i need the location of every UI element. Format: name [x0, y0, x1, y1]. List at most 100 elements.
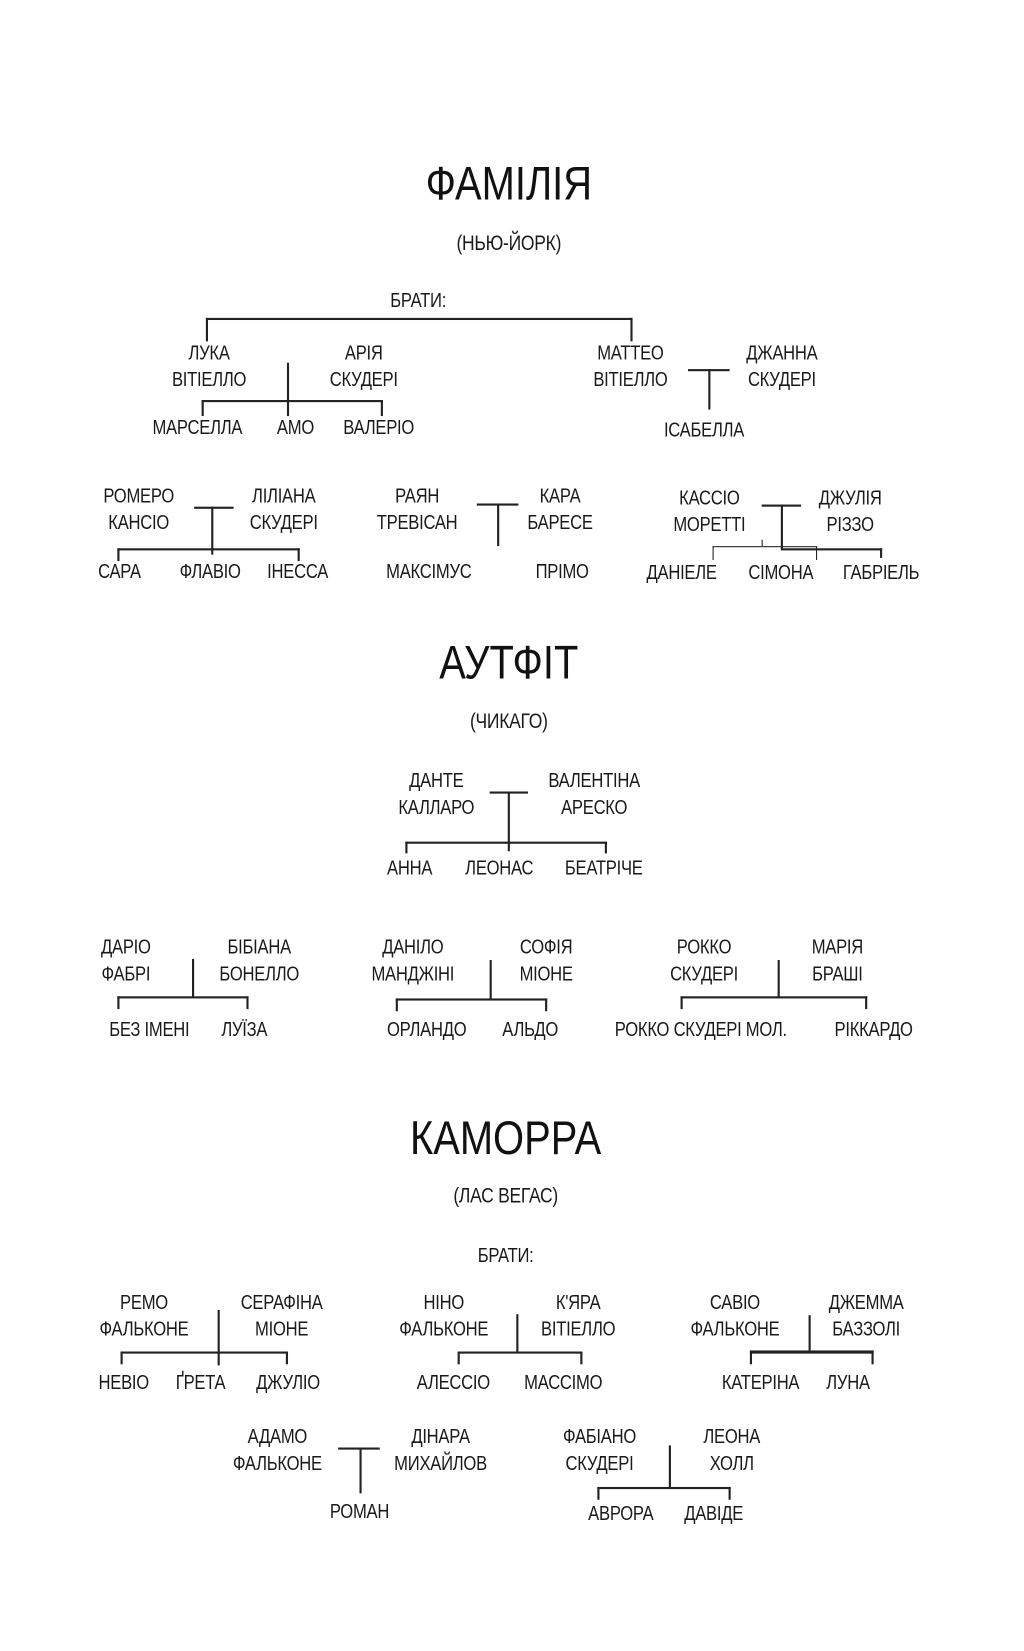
person-first-name: МАРІЯ [811, 936, 864, 959]
connector-line [117, 996, 120, 1010]
connector-line [871, 1350, 874, 1365]
person-first-name: СЕРАФІНА [240, 1291, 323, 1315]
connector-line [120, 1351, 289, 1354]
person-first-name: САВІО [709, 1291, 760, 1315]
child-name: МАССІМО [524, 1371, 603, 1395]
connector-line [201, 400, 383, 403]
connector-line [816, 546, 818, 561]
person-last-name: МОРЕТТІ [673, 514, 746, 537]
child-name: СІМОНА [748, 562, 814, 585]
person-last-name: ФАЛЬКОНЕ [232, 1452, 322, 1476]
connector-line [211, 506, 213, 555]
child-name: САРА [98, 561, 141, 584]
connector-line [120, 1351, 123, 1365]
section-city: (ЛАС ВЕГАС) [453, 1184, 558, 1209]
connector-line [808, 1315, 811, 1351]
connector-line [630, 317, 633, 342]
connector-line [761, 539, 763, 547]
person-last-name: СКУДЕРІ [670, 963, 738, 986]
child-name: ОРЛАНДО [386, 1018, 467, 1042]
person-first-name: ДАНТЕ [409, 770, 464, 793]
connector-line [580, 1351, 583, 1365]
person-last-name: ТРЕВІСАН [376, 512, 458, 535]
child-name: ГАБРІЕЛЬ [842, 562, 920, 585]
connector-line [405, 841, 607, 844]
child-name: НЕВІО [98, 1371, 150, 1395]
connector-line [777, 960, 780, 998]
child-name: ФЛАВІО [179, 561, 241, 584]
connector-line [405, 841, 408, 854]
brothers-label: БРАТИ: [477, 1244, 534, 1268]
child-name: РОМАН [329, 1500, 390, 1524]
person-last-name: ВІТІЕЛЛО [541, 1318, 616, 1341]
person-first-name: ВАЛЕНТІНА [548, 770, 640, 793]
connector-line [395, 998, 398, 1012]
connector-line [865, 996, 868, 1010]
person-last-name: ВІТІЕЛЛО [593, 369, 668, 392]
connector-line [117, 996, 249, 999]
person-last-name: БОНЕЛЛО [219, 963, 300, 986]
connector-line [297, 548, 300, 562]
child-name: МАКСІМУС [386, 561, 472, 584]
person-first-name: ДЖУЛІЯ [818, 487, 882, 510]
connector-line [205, 317, 209, 342]
child-name: ДАВІДЕ [684, 1502, 744, 1526]
connector-line [338, 1447, 380, 1450]
person-last-name: СКУДЕРІ [329, 369, 398, 392]
child-name: ІСАБЕЛЛА [663, 419, 745, 442]
connector-line [457, 1351, 460, 1365]
person-first-name: БІБІАНА [227, 936, 292, 959]
child-name: АВРОРА [588, 1502, 654, 1526]
person-first-name: РОККО [676, 936, 732, 959]
person-first-name: РОМЕРО [103, 485, 175, 508]
person-last-name: БАРЕСЕ [527, 512, 593, 535]
connector-line [286, 362, 289, 417]
person-first-name: АРІЯ [344, 342, 383, 365]
person-first-name: ФАБІАНО [562, 1426, 637, 1449]
connector-line [708, 369, 710, 410]
child-name: ДАНІЕЛЕ [646, 562, 717, 585]
person-last-name: МАНДЖІНІ [371, 963, 455, 986]
connector-line [285, 1351, 289, 1365]
person-first-name: ДЖАННА [746, 342, 818, 365]
person-last-name: АРЕСКО [561, 796, 628, 820]
section-city: (ЧИКАГО) [469, 709, 548, 734]
child-name: ІНЕССА [267, 561, 329, 584]
person-last-name: ХОЛЛ [709, 1452, 754, 1476]
connector-line [516, 1314, 518, 1353]
person-last-name: СКУДЕРІ [747, 369, 816, 392]
child-name: КАТЕРІНА [721, 1371, 800, 1395]
child-name: АЛЬДО [502, 1018, 559, 1042]
person-last-name: МІОНЕ [519, 963, 573, 986]
connector-line [604, 841, 607, 854]
child-name: ДЖУЛІО [256, 1371, 320, 1395]
connector-line [507, 791, 510, 852]
child-name: ВАЛЕРІО [343, 417, 415, 440]
section-title: КАМОРРА [409, 1112, 602, 1165]
child-name: АННА [387, 857, 433, 881]
person-first-name: МАТТЕО [597, 342, 664, 365]
child-name: АЛЕССІО [416, 1371, 490, 1395]
person-first-name: АДАМО [247, 1426, 308, 1449]
connector-line [395, 998, 548, 1001]
connector-line [489, 960, 492, 999]
brothers-label: БРАТИ: [390, 290, 447, 313]
connector-line [217, 1309, 220, 1366]
person-last-name: МИХАЙЛОВ [394, 1452, 487, 1476]
person-last-name: ФАЛЬКОНЕ [690, 1318, 780, 1341]
connector-line [117, 548, 300, 551]
connector-line [597, 1486, 731, 1490]
child-name: ЛЕОНАС [465, 857, 534, 881]
connector-line [880, 548, 883, 558]
child-name: ҐРЕТА [175, 1371, 226, 1395]
connector-line [597, 1486, 600, 1500]
person-first-name: ДАНІЛО [382, 936, 444, 959]
person-last-name: БРАШІ [812, 963, 863, 986]
person-last-name: КАНСІО [108, 512, 170, 535]
connector-line [457, 1351, 583, 1354]
connector-line [712, 546, 818, 548]
section-city: (НЬЮ-ЙОРК) [456, 232, 562, 256]
child-name: РОККО СКУДЕРІ МОЛ. [614, 1018, 787, 1042]
person-last-name: ФАЛЬКОНЕ [399, 1318, 489, 1341]
person-last-name: БАЗЗОЛІ [832, 1318, 901, 1341]
